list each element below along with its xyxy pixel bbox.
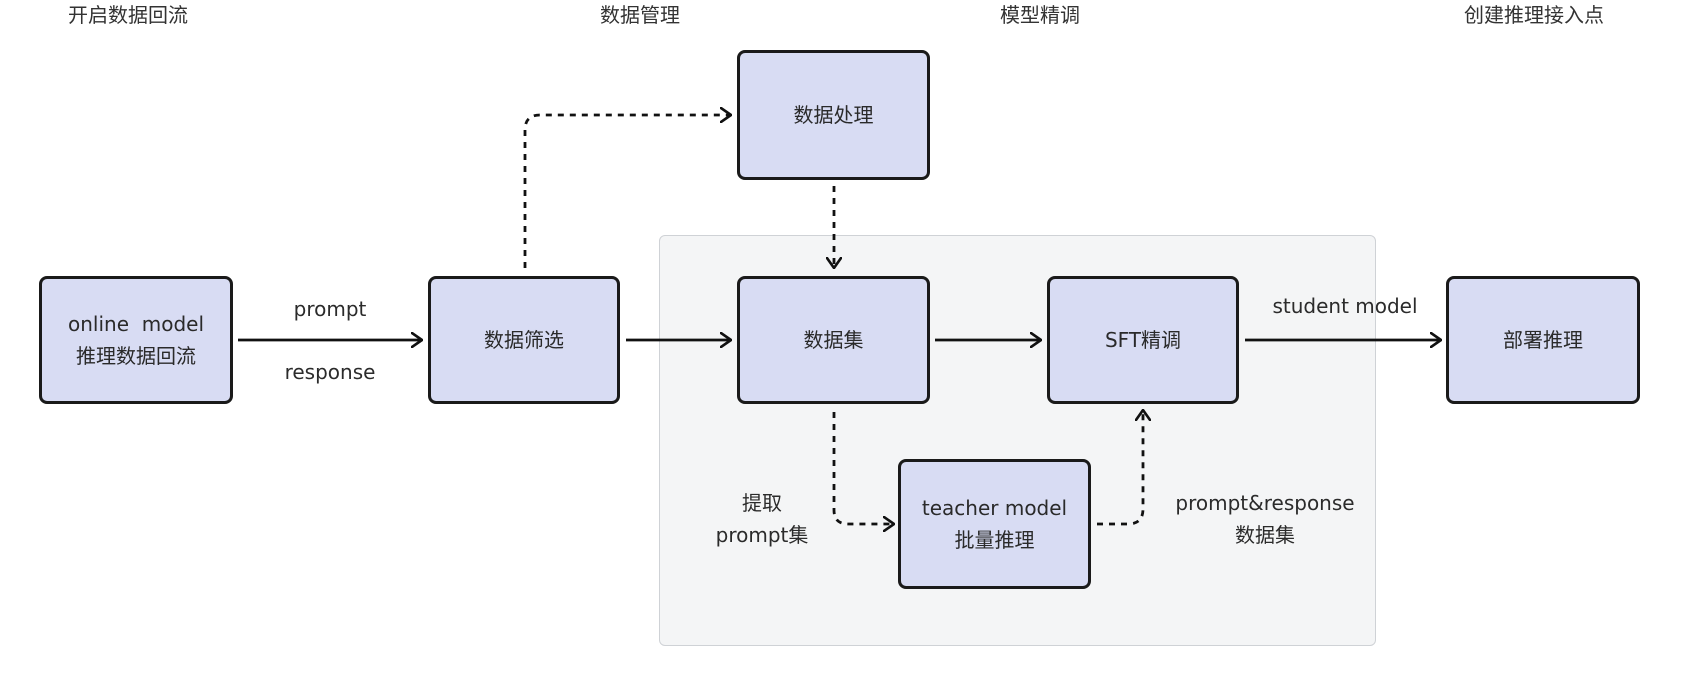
node-dataset-label: 数据集 <box>803 328 864 352</box>
edge-label-extract-line1: 提取 <box>742 491 782 515</box>
edge-filter-to-process <box>523 115 731 268</box>
edge-label-prompt: prompt <box>293 297 367 321</box>
node-data-process: 数据处理 <box>737 50 930 180</box>
stage-title-model-finetune: 模型精调 <box>1000 3 1080 27</box>
edge-label-prompt-response-dataset: prompt&response 数据集 <box>1160 487 1370 551</box>
edge-label-student-model: student model <box>1272 294 1418 318</box>
edge-label-pr-line2: 数据集 <box>1235 523 1295 547</box>
node-data-process-label: 数据处理 <box>793 103 874 127</box>
node-data-filter-label: 数据筛选 <box>484 328 564 352</box>
node-data-filter: 数据筛选 <box>428 276 620 404</box>
node-dataset: 数据集 <box>737 276 930 404</box>
stage-title-create-endpoint: 创建推理接入点 <box>1464 3 1604 27</box>
node-teacher-model-line2: 批量推理 <box>954 528 1035 552</box>
stage-title-data-management: 数据管理 <box>600 3 680 27</box>
node-online-model-line2: 推理数据回流 <box>76 344 196 368</box>
edge-label-pr-line1: prompt&response <box>1175 491 1355 515</box>
edge-label-extract-line2: prompt集 <box>715 523 809 547</box>
node-sft-finetune: SFT精调 <box>1047 276 1239 404</box>
edge-label-response: response <box>284 360 376 384</box>
node-deploy-inference: 部署推理 <box>1446 276 1640 404</box>
node-online-model: online model 推理数据回流 <box>39 276 233 404</box>
node-sft-finetune-label: SFT精调 <box>1104 328 1182 352</box>
edge-label-extract: 提取 prompt集 <box>700 487 824 551</box>
edge-teacher-to-sft <box>1097 410 1143 526</box>
node-online-model-line1: online model <box>68 312 204 336</box>
node-teacher-model: teacher model 批量推理 <box>898 459 1091 589</box>
edge-dataset-to-teacher <box>832 412 894 524</box>
node-teacher-model-line1: teacher model <box>921 496 1068 520</box>
stage-title-data-backflow: 开启数据回流 <box>68 3 188 27</box>
node-deploy-inference-label: 部署推理 <box>1503 328 1583 352</box>
